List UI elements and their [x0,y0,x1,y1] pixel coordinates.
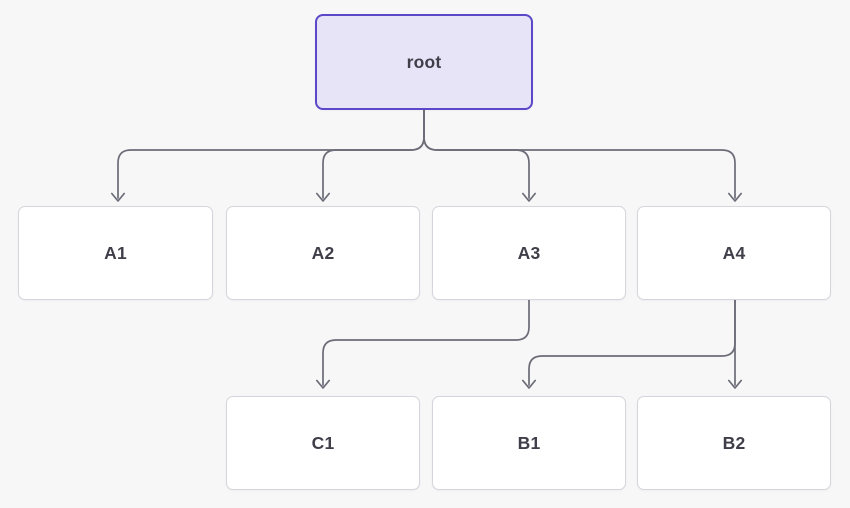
edge-root-a3 [423,109,537,202]
node-a4-label: A4 [722,242,746,263]
edge-a3-c1 [315,299,530,389]
node-a4[interactable]: A4 [637,206,831,300]
edge-root-a1 [110,109,425,202]
node-b2[interactable]: B2 [637,396,831,490]
node-a3[interactable]: A3 [432,206,626,300]
node-b1[interactable]: B1 [432,396,626,490]
node-b2-label: B2 [722,432,746,453]
arrowhead-icon [315,192,331,202]
node-b1-label: B1 [517,432,541,453]
edge-root-a4 [423,109,743,202]
edge-a4-b1 [521,299,736,389]
arrowhead-icon [727,192,743,202]
node-a3-label: A3 [517,242,541,263]
node-a1[interactable]: A1 [18,206,213,300]
node-a2-label: A2 [311,242,335,263]
node-a1-label: A1 [104,242,127,263]
arrowhead-icon [110,192,126,202]
node-root-label: root [406,51,442,72]
edge-a4-b2 [727,299,743,389]
arrowhead-icon [315,379,331,389]
node-a2[interactable]: A2 [226,206,420,300]
arrowhead-icon [521,192,537,202]
arrowhead-icon [521,379,537,389]
arrowhead-icon [727,379,743,389]
node-root[interactable]: root [315,14,533,110]
node-c1-label: C1 [311,432,335,453]
node-c1[interactable]: C1 [226,396,420,490]
edge-root-a2 [315,109,425,202]
